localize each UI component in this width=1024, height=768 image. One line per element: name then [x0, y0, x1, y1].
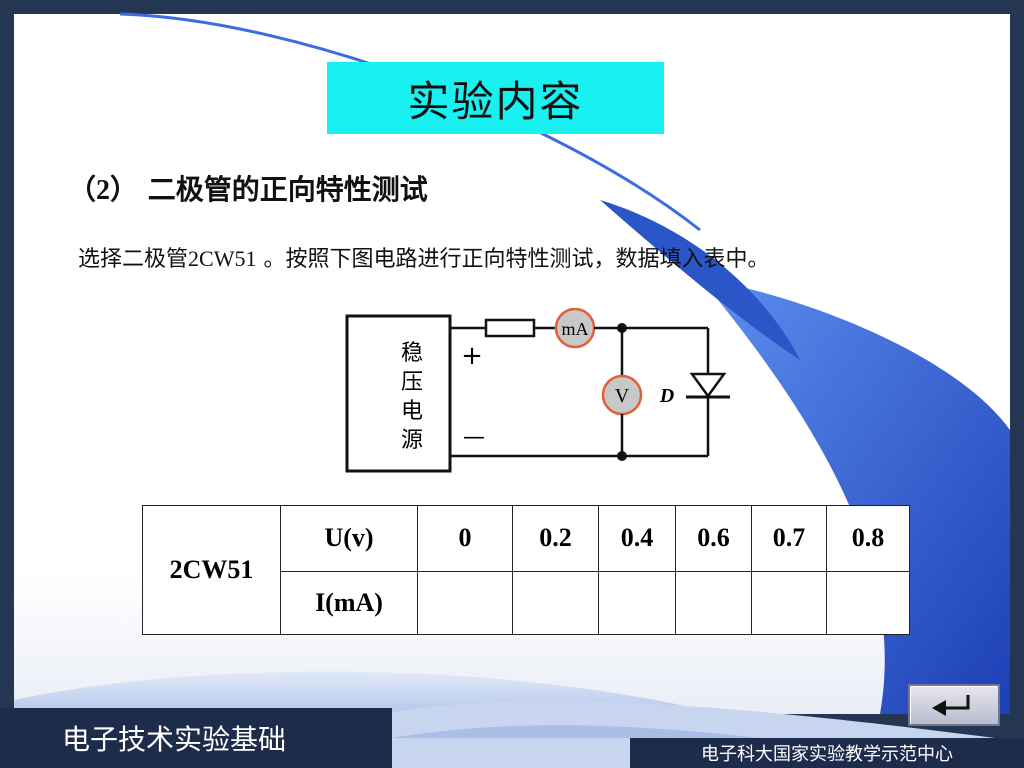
- current-cell[interactable]: [598, 570, 676, 635]
- current-cell[interactable]: [417, 570, 513, 635]
- minus-sign: —: [463, 425, 485, 450]
- instruction-prefix: 选择二极管: [78, 247, 189, 272]
- voltage-header-cell: U(v): [280, 505, 418, 572]
- title-banner: 实验内容: [327, 62, 664, 134]
- current-header-cell: I(mA): [280, 570, 418, 635]
- source-label-4: 源: [401, 428, 423, 453]
- heading-text: 二极管的正向特性测试: [147, 173, 428, 206]
- instruction-text: 选择二极管2CW51 。按照下图电路进行正向特性测试，数据填入表中。: [78, 241, 769, 273]
- instruction-model: 2CW51: [188, 246, 257, 271]
- footer-course-title: 电子技术实验基础: [62, 723, 287, 756]
- slide-title: 实验内容: [407, 76, 584, 126]
- current-cell[interactable]: [675, 570, 752, 635]
- section-heading: （2） 二极管的正向特性测试: [68, 168, 428, 208]
- plus-sign: +: [461, 341, 483, 371]
- table-model-cell: 2CW51: [142, 505, 281, 635]
- voltage-cell: 0.4: [598, 505, 676, 572]
- voltage-cell: 0.2: [512, 505, 599, 572]
- return-button[interactable]: [908, 684, 1000, 726]
- voltage-cell: 0.6: [675, 505, 752, 572]
- voltage-cell: 0.8: [826, 505, 910, 572]
- ammeter-label: mA: [562, 319, 589, 339]
- voltage-cell: 0: [417, 505, 513, 572]
- diode-label: D: [659, 385, 674, 407]
- measurement-table: 2CW51 U(v) 0 0.2 0.4 0.6 0.7 0.8 I(mA): [142, 505, 910, 635]
- current-cell[interactable]: [512, 570, 599, 635]
- source-label-1: 稳: [401, 341, 423, 366]
- table-row: 2CW51 U(v) 0 0.2 0.4 0.6 0.7 0.8: [142, 505, 910, 635]
- current-cell[interactable]: [751, 570, 827, 635]
- source-label-3: 电: [401, 399, 423, 424]
- footer-course-bar: 电子技术实验基础: [0, 708, 392, 768]
- footer-center-bar: 电子科大国家实验教学示范中心: [630, 738, 1024, 768]
- voltmeter-label: V: [615, 385, 630, 407]
- circuit-diagram: 稳 压 电 源 + — mA V D: [345, 308, 730, 473]
- diode-symbol: [689, 372, 727, 399]
- resistor: [484, 318, 536, 338]
- current-cell[interactable]: [826, 570, 910, 635]
- voltage-cell: 0.7: [751, 505, 827, 572]
- return-arrow-icon: [932, 695, 970, 716]
- heading-number: （2）: [68, 175, 139, 206]
- table-row: I(mA): [143, 570, 910, 635]
- source-label-2: 压: [401, 370, 423, 395]
- power-supply-box: [345, 314, 452, 473]
- footer-center-name: 电子科大国家实验教学示范中心: [701, 744, 953, 765]
- instruction-suffix: 。按照下图电路进行正向特性测试，数据填入表中。: [256, 247, 770, 272]
